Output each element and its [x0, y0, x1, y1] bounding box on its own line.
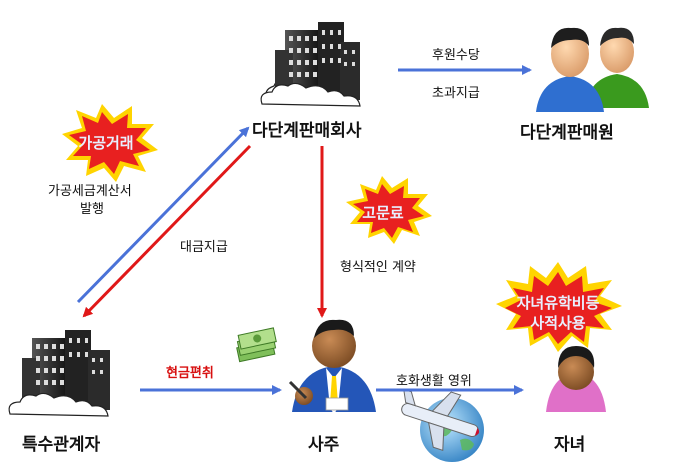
payment-label: 대금지급 — [180, 240, 228, 255]
study-cost-text-2: 사적사용 — [530, 314, 586, 332]
arrow-company-to-related — [82, 144, 252, 318]
members-people-icon — [536, 27, 649, 112]
owner-businessman-icon — [288, 319, 376, 414]
children-label: 자녀 — [554, 435, 586, 455]
fake-trade-text: 가공거래 — [78, 134, 134, 152]
money-stack-icon — [236, 327, 277, 363]
advisor-fee-burst — [346, 176, 432, 244]
related-party-building-icon — [8, 330, 110, 417]
arrow-related-to-company — [76, 126, 250, 304]
study-cost-text-1: 자녀유학비등 — [516, 294, 600, 312]
owner-label: 사주 — [308, 435, 340, 455]
contract-label: 형식적인 계약 — [340, 260, 416, 275]
cash-label: 현금편취 — [166, 366, 214, 381]
related-party-label: 특수관계자 — [22, 435, 101, 455]
company-building-icon — [260, 22, 361, 107]
members-label: 다단계판매원 — [520, 123, 614, 143]
luxury-label: 호화생활 영위 — [396, 374, 472, 389]
company-label: 다단계판매회사 — [252, 121, 362, 141]
travel-plane-globe-icon — [401, 388, 484, 462]
fake-invoice-label-2: 발행 — [80, 202, 104, 217]
advisor-fee-text: 고문료 — [362, 204, 404, 222]
study-cost-burst — [496, 262, 622, 352]
fake-invoice-label-1: 가공세금계산서 — [48, 184, 132, 199]
children-girl-icon — [546, 346, 606, 412]
commission-label-2: 초과지급 — [432, 86, 480, 101]
commission-label-1: 후원수당 — [432, 48, 480, 63]
fake-trade-burst — [62, 104, 158, 182]
